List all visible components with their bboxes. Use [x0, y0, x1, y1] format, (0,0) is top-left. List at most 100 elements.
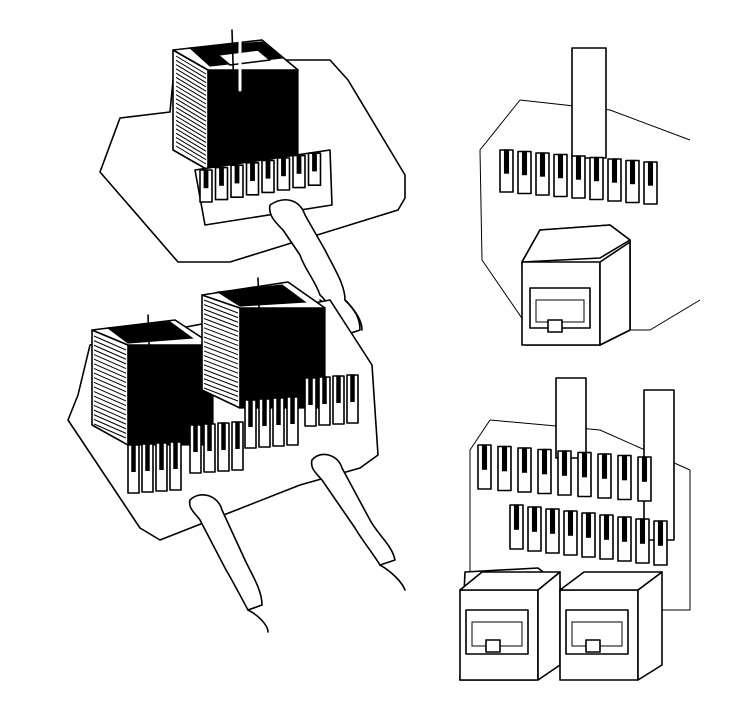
rib-line: [203, 318, 239, 332]
idc-slot-gap: [513, 504, 520, 530]
rib-line: [93, 335, 127, 351]
rib-line: [175, 111, 207, 131]
idc-slot-gap: [322, 376, 327, 404]
rib-line: [203, 299, 239, 314]
idc-slot-gap: [159, 442, 164, 470]
rib-line: [203, 327, 239, 342]
idc-slot-gap: [621, 454, 628, 481]
rib-line: [203, 350, 239, 365]
idc-slot-gap: [603, 514, 610, 540]
idc-slot-gap: [234, 164, 240, 184]
rib-line: [203, 364, 239, 379]
idc-slot-gap: [585, 512, 592, 538]
rib-line: [93, 377, 127, 393]
dual-jack-cable-right: [310, 453, 396, 566]
rib-line: [93, 395, 127, 411]
idc-slot-gap: [296, 155, 302, 174]
idc-slot-gap: [248, 399, 253, 427]
idc-slot-gap: [567, 510, 574, 536]
idc-slot-gap: [549, 508, 556, 534]
idc-slot-gap: [131, 444, 136, 472]
rib-line: [93, 372, 127, 388]
idc-slot-gap: [639, 518, 646, 544]
rib-line: [93, 423, 127, 439]
idc-slot-gap: [207, 423, 212, 451]
idc-slot-gap: [203, 169, 209, 189]
rib-line: [203, 373, 239, 388]
rib-line: [175, 102, 207, 122]
rib-line: [175, 94, 207, 114]
idc-slot-gap: [657, 520, 664, 546]
dual-keystone-idc-row-lower: [509, 504, 668, 566]
rib-line: [203, 378, 239, 393]
rib-line: [93, 363, 127, 379]
idc-slot-gap: [312, 152, 317, 172]
panel-single-jack-pcb: [99, 29, 406, 336]
idc-slot-gap: [219, 167, 224, 186]
rib-line: [175, 68, 207, 88]
idc-slot-gap: [336, 375, 341, 403]
idc-slot-gap: [145, 443, 150, 471]
rib-line: [203, 359, 239, 374]
rib-line: [203, 355, 239, 370]
rib-line: [203, 382, 239, 397]
idc-slot-gap: [621, 516, 628, 542]
rib-line: [93, 391, 127, 407]
rib-line: [175, 98, 207, 118]
rib-line: [93, 386, 127, 402]
idc-slot-gap: [521, 150, 528, 176]
idc-slot-gap: [575, 155, 582, 180]
idc-slot-gap: [557, 153, 564, 179]
single-keystone-module: [521, 224, 631, 346]
rib-line: [93, 405, 127, 420]
rib-line: [175, 76, 207, 96]
dual-jack-idc-blocks: [127, 374, 359, 494]
rib-line: [93, 400, 127, 416]
rib-line: [203, 331, 239, 346]
dual-keystone-module-a: [459, 567, 561, 681]
rib-line: [175, 124, 207, 144]
idc-slot-gap: [593, 156, 600, 182]
rib-line: [175, 106, 207, 126]
rib-line: [175, 145, 207, 165]
idc-slot-gap: [350, 374, 355, 402]
idc-slot-gap: [501, 445, 508, 472]
rib-line: [203, 313, 239, 328]
idc-slot-gap: [276, 397, 281, 425]
single-jack-ribbed-side: [172, 49, 209, 171]
idc-slot-gap: [531, 506, 538, 532]
panel-dual-keystone-wall: [459, 377, 691, 681]
rib-line: [203, 369, 239, 383]
idc-slot-gap: [173, 441, 178, 469]
rib-line: [175, 85, 207, 105]
rib-line: [203, 308, 239, 323]
dual-keystone-cable-left: [555, 377, 587, 459]
rib-line: [93, 381, 127, 397]
idc-slot-gap: [521, 447, 528, 473]
idc-slot-gap: [481, 444, 488, 470]
rib-line: [175, 136, 207, 156]
idc-slot-gap: [265, 159, 271, 179]
rib-line: [93, 409, 127, 425]
rib-line: [203, 345, 239, 360]
single-jack-front: [207, 69, 299, 171]
dual-jack-cable-left: [188, 494, 263, 611]
rib-line: [203, 336, 239, 351]
rib-line: [93, 367, 127, 383]
dual-keystone-idc-row-upper: [477, 444, 652, 502]
rib-line: [175, 115, 207, 135]
rib-line: [175, 89, 207, 109]
rib-line: [203, 304, 239, 319]
idc-slot-gap: [641, 456, 648, 482]
single-jack-cable: [268, 199, 361, 336]
single-keystone-cable: [571, 47, 607, 159]
idc-slot-gap: [541, 448, 548, 475]
idc-slot-gap: [193, 424, 198, 452]
dual-keystone-module-b: [559, 571, 663, 681]
rib-line: [175, 119, 207, 139]
rib-line: [175, 64, 207, 84]
rib-line: [93, 354, 127, 369]
idc-slot-gap: [235, 421, 240, 449]
rib-line: [175, 55, 207, 75]
rib-line: [93, 358, 127, 374]
